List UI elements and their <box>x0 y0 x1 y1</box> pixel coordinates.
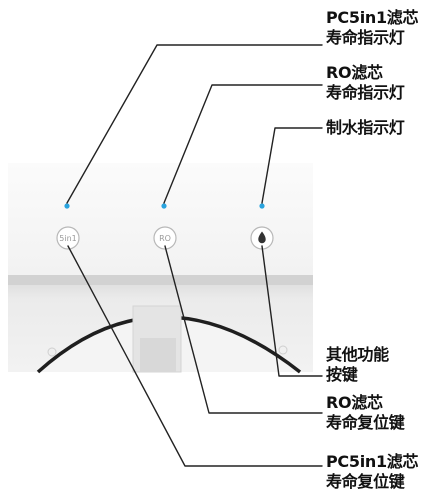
callout-ro-reset-line1: RO滤芯 <box>326 393 383 412</box>
pc5in1-button-label: 5in1 <box>59 234 76 243</box>
ro-button-label: RO <box>159 234 171 243</box>
function-button[interactable] <box>250 226 274 250</box>
callout-ro-light-line2: 寿命指示灯 <box>326 83 405 102</box>
callout-ro-reset: RO滤芯 寿命复位键 <box>326 393 405 433</box>
callout-pc5in1-reset-line2: 寿命复位键 <box>326 472 405 491</box>
callout-pc5in1-light-line2: 寿命指示灯 <box>326 28 405 47</box>
lower-housing <box>8 275 313 374</box>
callout-function-key: 其他功能 按键 <box>326 345 389 385</box>
leader-water-light <box>261 127 323 204</box>
pc5in1-indicator-light <box>64 203 70 209</box>
callout-water-light-line1: 制水指示灯 <box>326 118 405 137</box>
callout-ro-light-line1: RO滤芯 <box>326 63 383 82</box>
ro-indicator-light <box>161 203 167 209</box>
callout-function-key-line1: 其他功能 <box>326 345 389 364</box>
control-panel-face <box>8 163 313 275</box>
callout-function-key-line2: 按键 <box>326 365 358 384</box>
leader-function-key <box>261 245 323 377</box>
callout-water-light: 制水指示灯 <box>326 118 405 138</box>
screw-right <box>278 345 288 355</box>
leader-pc5in1-light <box>66 44 323 204</box>
screw-left <box>47 347 57 357</box>
leader-ro-reset <box>164 245 323 414</box>
leader-ro-light <box>163 84 323 204</box>
water-drop-icon <box>258 231 266 244</box>
callout-pc5in1-reset: PC5in1滤芯 寿命复位键 <box>326 452 419 492</box>
callout-pc5in1-reset-line1: PC5in1滤芯 <box>326 452 419 471</box>
pc5in1-reset-button[interactable]: 5in1 <box>56 226 80 250</box>
leader-pc5in1-reset <box>67 245 323 467</box>
callout-pc5in1-light: PC5in1滤芯 寿命指示灯 <box>326 8 419 48</box>
water-indicator-light <box>259 203 265 209</box>
callout-pc5in1-light-line1: PC5in1滤芯 <box>326 8 419 27</box>
callout-ro-light: RO滤芯 寿命指示灯 <box>326 63 405 103</box>
ro-reset-button[interactable]: RO <box>153 226 177 250</box>
callout-ro-reset-line2: 寿命复位键 <box>326 413 405 432</box>
